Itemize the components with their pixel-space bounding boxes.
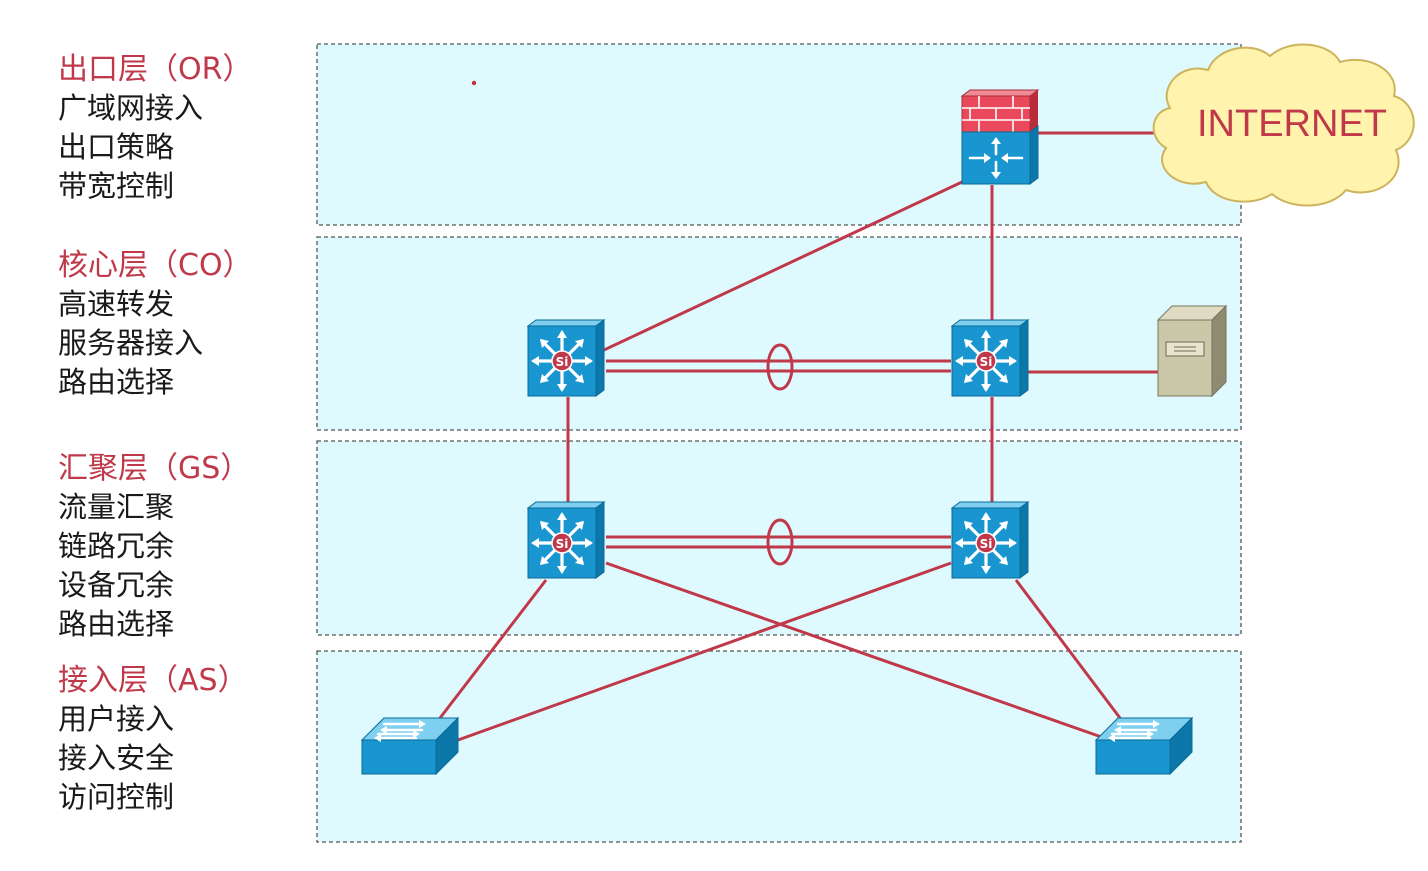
aggregation-switch-left: Si [526, 500, 606, 580]
core-switch-left: Si [526, 318, 606, 398]
etherchannel-core [766, 343, 794, 391]
zone-co [316, 236, 1242, 431]
layer-title: 核心层（CO） [58, 248, 253, 283]
zone-as [316, 650, 1242, 843]
cloud-icon: INTERNET [1152, 43, 1415, 207]
cloud-label: INTERNET [1197, 103, 1387, 145]
layer-legend-co: 核心层（CO） 高速转发 服务器接入 路由选择 [58, 246, 288, 402]
layer-item: 设备冗余 [58, 568, 175, 602]
layer-title: 汇聚层（GS） [58, 451, 251, 486]
layer-item: 访问控制 [58, 780, 175, 814]
link-agg-right-acc-right [1014, 579, 1122, 719]
switch-label: Si [980, 537, 993, 551]
link-fw-core-left [603, 180, 963, 352]
layer-legend-as: 接入层（AS） 用户接入 接入安全 访问控制 [58, 661, 288, 817]
layer-item: 流量汇聚 [58, 490, 175, 524]
switch-label: Si [556, 355, 569, 369]
layer-item: 用户接入 [58, 702, 175, 736]
layer-title: 出口层（OR） [58, 52, 253, 87]
layer-legend-gs: 汇聚层（GS） 流量汇聚 链路冗余 设备冗余 路由选择 [58, 449, 288, 644]
stray-dot [471, 80, 477, 86]
etherchannel-agg [766, 518, 794, 566]
layer-item: 高速转发 [58, 287, 175, 321]
server-icon [1156, 304, 1228, 398]
layer-item: 路由选择 [58, 607, 175, 641]
layer-title: 接入层（AS） [58, 663, 248, 698]
layer-item: 路由选择 [58, 365, 175, 399]
layer-item: 服务器接入 [58, 326, 204, 360]
access-switch-left [360, 716, 460, 776]
link-agg-left-acc-right [605, 561, 1111, 742]
access-switch-right [1094, 716, 1194, 776]
layer-item: 链路冗余 [58, 529, 175, 563]
layer-item: 出口策略 [58, 130, 175, 164]
switch-label: Si [980, 355, 993, 369]
layer-legend-or: 出口层（OR） 广域网接入 出口策略 带宽控制 [58, 50, 288, 206]
links [438, 131, 1165, 742]
layer-item: 广域网接入 [58, 91, 204, 125]
link-agg-right-acc-left [457, 561, 952, 742]
firewall-router-icon [960, 89, 1040, 185]
link-agg-left-acc-left [438, 579, 548, 719]
switch-label: Si [556, 537, 569, 551]
layer-item: 带宽控制 [58, 169, 175, 203]
core-switch-right: Si [950, 318, 1030, 398]
layer-item: 接入安全 [58, 741, 175, 775]
aggregation-switch-right: Si [950, 500, 1030, 580]
